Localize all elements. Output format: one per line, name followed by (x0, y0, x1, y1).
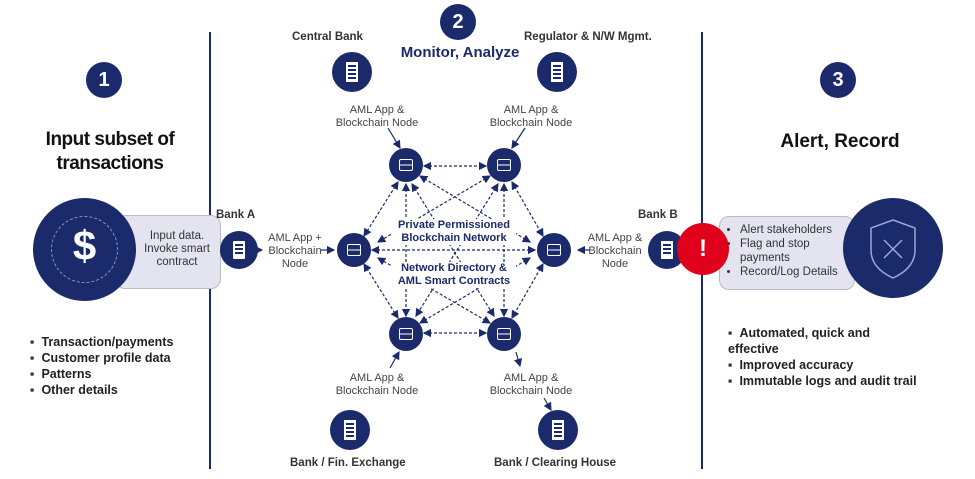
list-item: Patterns (30, 366, 173, 382)
list-item: Transaction/payments (30, 334, 173, 350)
alert-callout: Alert stakeholders Flag and stop payment… (719, 216, 855, 290)
clearing-house-label: Bank / Clearing House (494, 457, 617, 469)
bank-b-label: Bank B (638, 209, 678, 221)
node-label-bottom-right: AML App & Blockchain Node (489, 372, 573, 397)
list-item: Other details (30, 382, 173, 398)
dollar-symbol: $ (72, 222, 97, 269)
list-item: Customer profile data (30, 350, 173, 366)
directory-label: Network Directory & AML Smart Contracts (392, 262, 516, 288)
server-node-icon (537, 233, 571, 267)
alert-exclamation-icon: ! (677, 223, 729, 275)
fin-exchange-label: Bank / Fin. Exchange (290, 457, 406, 469)
dollar-circle-icon: $ (33, 198, 136, 301)
central-bank-label: Central Bank (292, 31, 363, 43)
network-label: Private Permissioned Blockchain Network (392, 219, 516, 245)
server-node-icon (487, 317, 521, 351)
step-3-title: Alert, Record (780, 131, 900, 152)
list-item: Flag and stop payments (740, 237, 830, 265)
list-item: Improved accuracy (728, 357, 918, 373)
list-item: Immutable logs and audit trail (728, 373, 918, 389)
list-item: Alert stakeholders (740, 223, 838, 237)
bank-b-node-label: AML App & Blockchain Node (587, 232, 643, 270)
step-3-badge: 3 (820, 62, 856, 98)
regulator-label: Regulator & N/W Mgmt. (524, 31, 652, 43)
list-item: Automated, quick and effective (728, 325, 918, 357)
server-node-icon (389, 317, 423, 351)
step-2-badge: 2 (440, 4, 476, 40)
step-1-badge: 1 (86, 62, 122, 98)
server-node-icon (337, 233, 371, 267)
node-label-top-right: AML App & Blockchain Node (489, 104, 573, 129)
fin-exchange-building-icon (330, 410, 370, 450)
central-bank-building-icon (332, 52, 372, 92)
step-1-title: Input subset of transactions (45, 129, 175, 174)
node-label-bottom-left: AML App & Blockchain Node (335, 372, 419, 397)
input-bullet-list: Transaction/payments Customer profile da… (30, 334, 173, 398)
callout-line-3: contract (156, 256, 198, 268)
server-node-icon (487, 148, 521, 182)
list-item: Record/Log Details (740, 265, 838, 279)
bank-a-node-label: AML App + Blockchain Node (268, 232, 322, 270)
regulator-building-icon (537, 52, 577, 92)
outcome-bullet-list: Automated, quick and effective Improved … (728, 325, 918, 389)
shield-x-icon (843, 198, 943, 298)
callout-line-1: Input data. (149, 230, 205, 242)
step-2-title: Monitor, Analyze (400, 44, 520, 61)
clearing-house-building-icon (538, 410, 578, 450)
bank-a-label: Bank A (216, 209, 256, 221)
node-label-top-left: AML App & Blockchain Node (335, 104, 419, 129)
bank-a-building-icon (220, 231, 258, 269)
server-node-icon (389, 148, 423, 182)
alert-symbol: ! (699, 235, 707, 262)
callout-line-2: Invoke smart (144, 243, 210, 255)
